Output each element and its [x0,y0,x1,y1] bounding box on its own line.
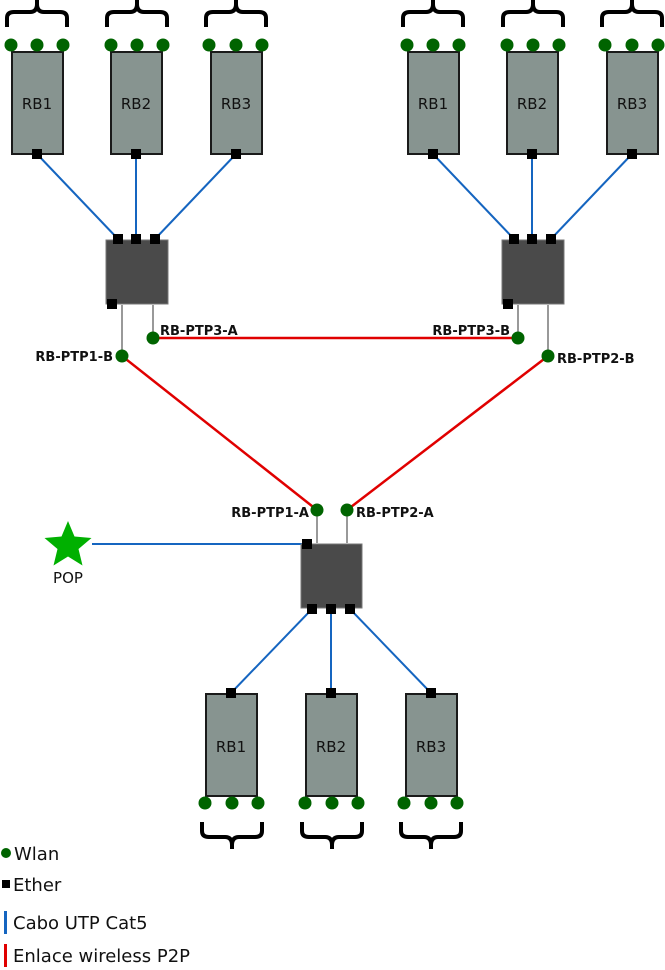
legend-wlan: Wlan [14,844,59,865]
label-ptp1-a: RB-PTP1-A [231,506,309,521]
ether-port [231,149,241,159]
brace-icon [105,0,169,27]
utp-link [432,153,515,240]
wlan-port-ptp3-a [146,331,160,345]
utp-legend-icon [4,911,7,934]
legend: Wlan Ether Cabo UTP Cat5 Enlace wireless… [1,844,190,967]
ether-port [32,149,42,159]
brace-icon [5,0,69,27]
brace-icon [600,0,664,27]
utp-link [230,608,313,694]
pop-node[interactable]: POP [44,521,92,587]
rb-label: RB3 [221,95,251,113]
rb-device[interactable]: RB2 [305,688,358,797]
wlan-ports [400,38,665,52]
central-switch[interactable] [300,539,363,614]
ether-port [131,149,141,159]
utp-link [36,153,119,240]
wlan-port-ptp3-b [511,331,525,345]
ether-port [527,234,537,244]
ether-port [509,234,519,244]
ether-port [307,604,317,614]
rb-device[interactable]: RB1 [407,51,460,159]
ether-port [503,299,513,309]
legend-ether: Ether [13,875,62,896]
ether-port [326,688,336,698]
ether-port [627,149,637,159]
rb-label: RB1 [418,95,448,113]
label-ptp2-b: RB-PTP2-B [557,352,635,367]
rb-device[interactable]: RB2 [110,51,163,159]
brace-icon [501,0,565,27]
ether-port [428,149,438,159]
ether-port [527,149,537,159]
switch-device[interactable] [501,234,565,309]
wlan-port-ptp1-a [310,503,324,517]
utp-link [154,153,237,240]
rb-label: RB1 [22,95,52,113]
rb-label: RB3 [617,95,647,113]
ether-port [546,234,556,244]
p2p-legend-icon [4,944,7,967]
ether-port [107,299,117,309]
rb-device[interactable]: RB3 [405,688,458,797]
rb-label: RB2 [121,95,151,113]
label-ptp3-b: RB-PTP3-B [432,324,510,339]
top-left-group: RB1 RB2 RB3 [4,0,269,309]
rb-label: RB1 [216,738,246,756]
switch-device[interactable] [105,234,169,309]
rb-label: RB2 [517,95,547,113]
ether-legend-icon [2,880,10,888]
label-ptp3-a: RB-PTP3-A [160,324,238,339]
utp-link [550,153,633,240]
brace-icon [300,822,364,849]
rb-device[interactable]: RB2 [506,51,559,159]
rb-label: RB2 [316,738,346,756]
brace-icon [204,0,268,27]
rb-label: RB3 [416,738,446,756]
label-ptp2-a: RB-PTP2-A [356,506,434,521]
legend-p2p: Enlace wireless P2P [13,946,190,967]
rb-device[interactable]: RB3 [606,51,659,159]
wlan-legend-icon [1,848,11,858]
ether-port [345,604,355,614]
top-right-group: RB1 RB2 RB3 [400,0,665,309]
wlan-ports [4,38,269,52]
legend-utp: Cabo UTP Cat5 [13,913,148,934]
pop-label: POP [53,569,83,587]
star-icon [44,521,92,566]
ether-port [113,234,123,244]
ether-port [131,234,141,244]
wlan-port-ptp2-a [340,503,354,517]
brace-icon [200,822,264,849]
p2p-link-ptp2 [346,355,549,511]
label-ptp1-b: RB-PTP1-B [35,350,113,365]
bottom-group: RB1 RB2 RB3 [198,688,464,849]
wlan-port-ptp1-b [115,349,129,363]
wlan-port-ptp2-b [541,349,555,363]
ether-port [226,688,236,698]
ether-port [150,234,160,244]
rb-device[interactable]: RB3 [210,51,263,159]
utp-link [349,608,432,694]
brace-icon [399,822,463,849]
p2p-link-ptp1 [121,355,318,511]
wlan-ports [198,796,464,810]
rb-device[interactable]: RB1 [205,688,258,797]
ether-port [302,539,312,549]
ether-port [326,604,336,614]
rb-device[interactable]: RB1 [11,51,64,159]
ether-port [426,688,436,698]
brace-icon [401,0,465,27]
